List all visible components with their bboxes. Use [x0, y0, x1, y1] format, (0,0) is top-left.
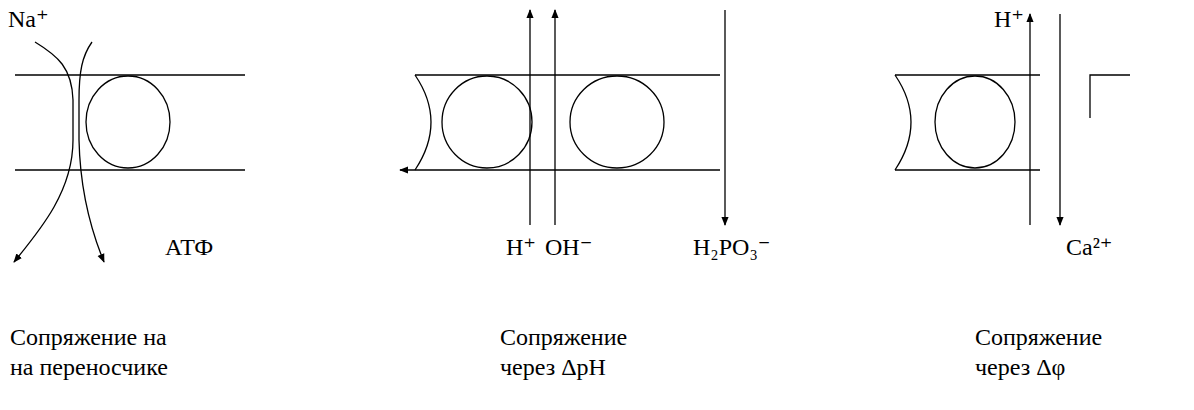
ion-label: H⁺ — [506, 232, 536, 262]
membrane-line — [415, 74, 720, 75]
carrier-oval — [570, 76, 664, 168]
ion-label: OH⁻ — [545, 232, 592, 262]
ion-label: H⁺ — [994, 4, 1024, 34]
membrane-edge — [895, 75, 911, 170]
ion-label: H₂PO₃⁻ — [693, 232, 770, 262]
carrier-oval — [86, 76, 170, 168]
flux-path — [14, 42, 73, 262]
membrane-line — [895, 74, 1040, 75]
caption-text: Сопряжение через ΔpH — [500, 322, 631, 382]
channel-outline — [1090, 75, 1130, 118]
flux-arrow — [1029, 14, 1030, 225]
membrane-arrow — [400, 169, 720, 170]
membrane-line — [895, 169, 1040, 170]
caption-text: Сопряжение на на переносчике — [10, 322, 171, 382]
flux-arrow — [724, 10, 725, 225]
ion-label: Ca²⁺ — [1066, 232, 1113, 262]
carrier-oval — [935, 76, 1015, 168]
carrier-oval — [442, 76, 532, 168]
flux-arrow — [554, 10, 555, 225]
caption-text: Сопряжение через Δφ — [975, 322, 1106, 382]
flux-arrow — [1059, 14, 1060, 225]
ion-label: Na⁺ — [8, 4, 49, 34]
membrane-edge — [415, 75, 431, 170]
flux-arrow — [529, 10, 530, 225]
membrane-line — [15, 169, 245, 170]
flux-path — [79, 42, 104, 262]
product-label: АТФ — [165, 232, 213, 262]
